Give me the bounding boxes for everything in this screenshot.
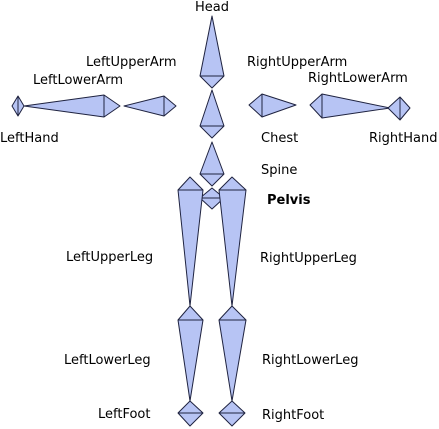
label-right-foot: RightFoot [262, 408, 325, 423]
label-left-lower-leg: LeftLowerLeg [64, 353, 151, 368]
bone-right-hand [387, 96, 411, 121]
bone-left-upper-arm [123, 95, 177, 117]
label-right-upper-leg: RightUpperLeg [260, 251, 357, 266]
label-left-upper-leg: LeftUpperLeg [66, 250, 154, 265]
label-left-hand: LeftHand [0, 131, 59, 146]
bone-head [199, 15, 225, 89]
bone-right-upper-leg [218, 176, 247, 307]
label-right-upper-arm: RightUpperArm [247, 55, 348, 70]
label-pelvis: Pelvis [267, 193, 311, 208]
label-left-lower-arm: LeftLowerArm [33, 73, 124, 88]
label-head: Head [195, 0, 229, 15]
label-chest: Chest [261, 131, 299, 146]
label-left-foot: LeftFoot [98, 407, 151, 422]
bone-left-upper-leg [177, 176, 204, 307]
bone-chest [199, 89, 225, 139]
label-spine: Spine [261, 163, 298, 178]
bone-right-upper-arm [248, 93, 297, 118]
label-right-lower-arm: RightLowerArm [308, 71, 408, 86]
bone-left-lower-arm [23, 94, 121, 118]
label-right-hand: RightHand [369, 131, 438, 146]
label-left-upper-arm: LeftUpperArm [86, 55, 177, 70]
bone-spine [199, 141, 225, 187]
label-right-lower-leg: RightLowerLeg [262, 353, 359, 368]
